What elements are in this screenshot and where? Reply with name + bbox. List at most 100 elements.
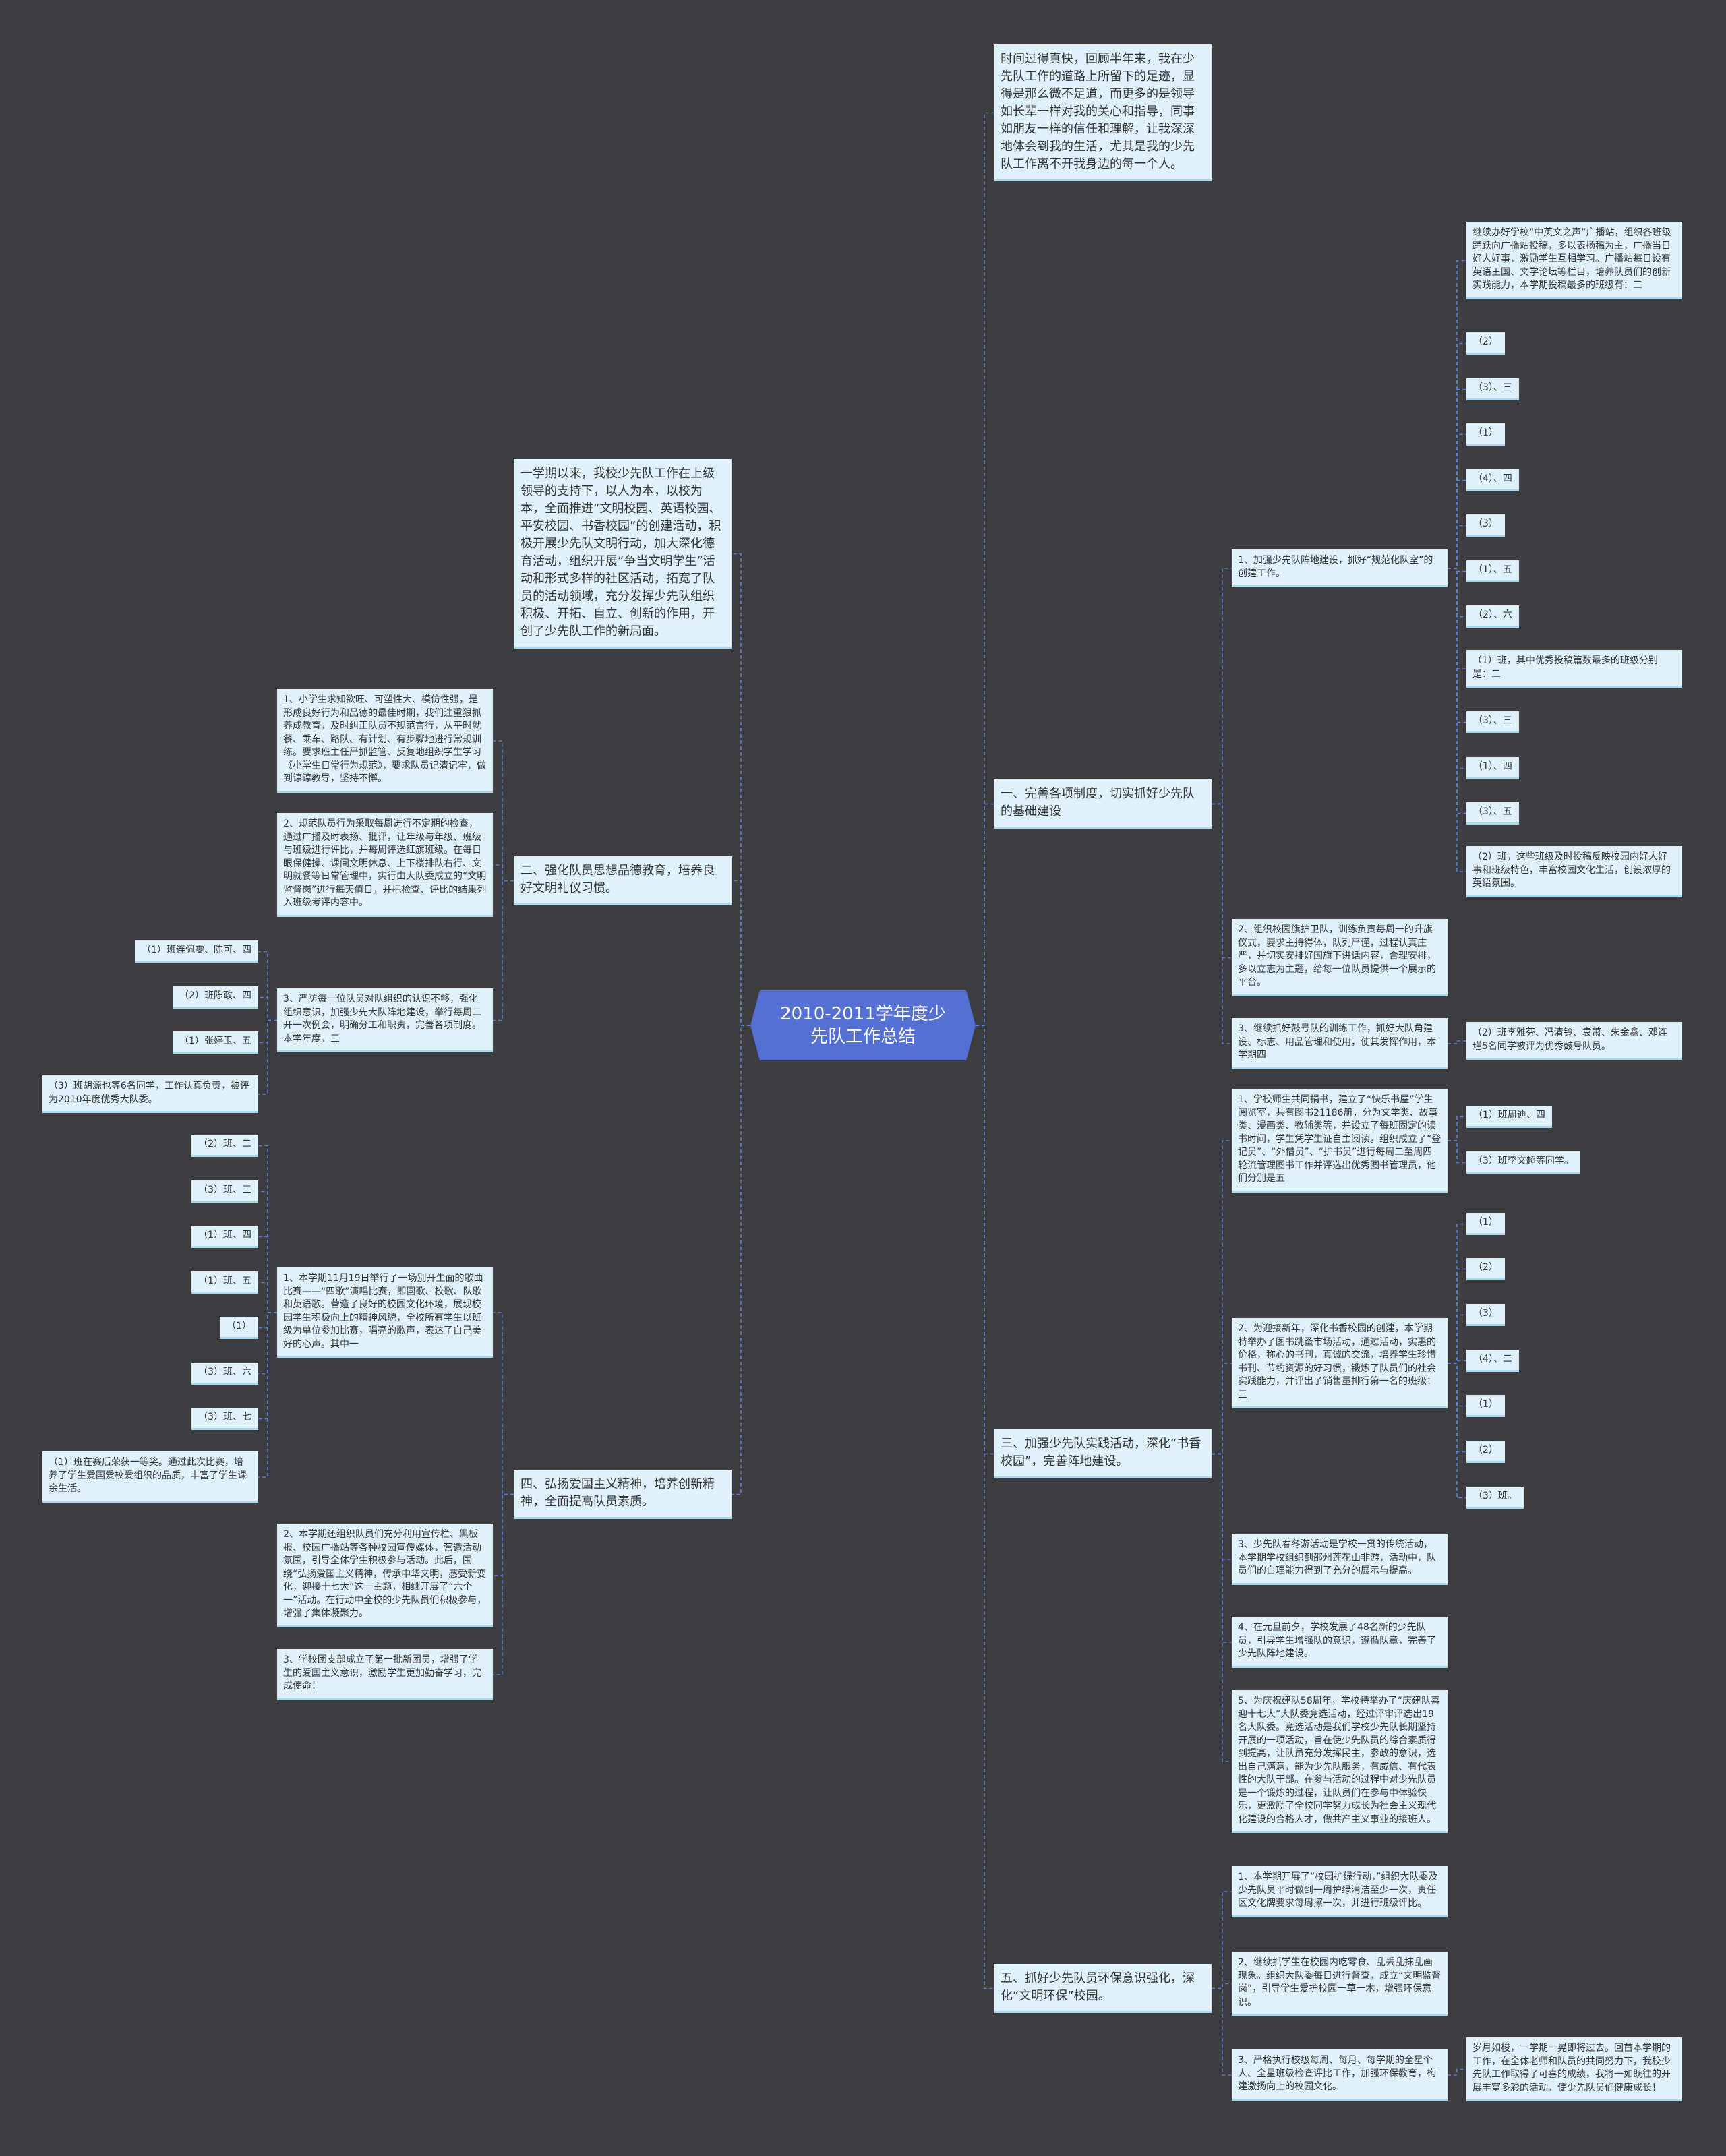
connector-root-to-s1 — [976, 803, 994, 1026]
connector-s4-a-to-s4-a-5 — [258, 1312, 277, 1375]
root-node[interactable]: 2010-2011学年度少先队工作总结 — [750, 990, 976, 1060]
node-s3-a[interactable]: 1、学校师生共同捐书，建立了“快乐书屋”学生阅览室，共有图书21186册，分为文… — [1232, 1089, 1448, 1193]
connector-s5-c-to-s5-c-0 — [1448, 2068, 1466, 2076]
connector-s3-b-to-s3-b-6 — [1448, 1363, 1466, 1499]
node-s4-a[interactable]: 1、本学期11月19日举行了一场别开生面的歌曲比赛——“四歌”演唱比赛，即国歌、… — [277, 1267, 493, 1358]
node-s4-a-3[interactable]: （1）班、五 — [191, 1271, 258, 1294]
connector-s4-a-to-s4-a-7 — [258, 1312, 277, 1478]
node-s2-c-0[interactable]: （1）班连佩雯、陈可、四 — [135, 940, 258, 963]
node-s3-b-4[interactable]: （1） — [1466, 1395, 1505, 1417]
node-s3-b-3[interactable]: （4）、二 — [1466, 1350, 1519, 1372]
node-intro-r[interactable]: 时间过得真快，回顾半年来，我在少先队工作的道路上所留下的足迹，显得是那么微不足道… — [994, 44, 1212, 181]
connector-s3-a-to-s3-a-1 — [1448, 1140, 1466, 1164]
node-intro-l[interactable]: 一学期以来，我校少先队工作在上级领导的支持下，以人为本，以校为本，全面推进“文明… — [514, 459, 732, 649]
node-s1-a-1[interactable]: （2） — [1466, 332, 1505, 355]
connector-s2-to-s2-a — [493, 740, 514, 882]
connector-s2-to-s2-c — [493, 880, 514, 1021]
node-s3-b-2[interactable]: （3） — [1466, 1304, 1505, 1326]
connector-s5-to-s5-b — [1212, 1983, 1232, 1989]
connector-s3-to-s3-d — [1212, 1453, 1232, 1643]
node-s4-a-6[interactable]: （3）班、七 — [191, 1408, 258, 1430]
node-s5-a[interactable]: 1、本学期开展了“校园护绿行动，”组织大队委及少先队员平时做到一周护绿清洁至少一… — [1232, 1866, 1448, 1917]
connector-s1-a-to-s1-a-0 — [1448, 260, 1466, 569]
node-s4-c[interactable]: 3、学校团支部成立了第一批新团员，增强了学生的爱国主义意识，激励学生更加勤奋学习… — [277, 1649, 493, 1700]
node-s2-c[interactable]: 3、严防每一位队员对队组织的认识不够，强化组织意识，加强少先大队阵地建设，举行每… — [277, 988, 493, 1052]
connector-s3-to-s3-e — [1212, 1453, 1232, 1762]
node-s1-c-0[interactable]: （2）班李雅芬、冯清铃、袁萧、朱金鑫、邓连瑾5名同学被评为优秀鼓号队员。 — [1466, 1022, 1682, 1060]
node-s4-a-0[interactable]: （2）班、二 — [191, 1135, 258, 1157]
node-s4-a-4[interactable]: （1） — [220, 1317, 258, 1339]
node-s2-c-2[interactable]: （1）张婷玉、五 — [173, 1031, 258, 1054]
connector-root-to-s2 — [732, 880, 750, 1026]
root-title: 2010-2011学年度少先队工作总结 — [780, 1004, 946, 1047]
node-s2-b[interactable]: 2、规范队员行为采取每周进行不定期的检查，通过广播及时表扬、批评，让年级与年级、… — [277, 813, 493, 917]
connector-s2-to-s2-b — [493, 864, 514, 882]
node-s2-c-1[interactable]: （2）班陈政、四 — [173, 986, 258, 1009]
connector-s1-a-to-s1-a-5 — [1448, 525, 1466, 569]
node-s3-b-5[interactable]: （2） — [1466, 1441, 1505, 1463]
connector-s1-a-to-s1-a-11 — [1448, 568, 1466, 814]
node-s3-a-1[interactable]: （3）班李文超等同学。 — [1466, 1151, 1580, 1174]
node-s4-a-5[interactable]: （3）班、六 — [191, 1363, 258, 1385]
node-s1-a-7[interactable]: （2）、六 — [1466, 605, 1519, 628]
connector-s1-a-to-s1-a-12 — [1448, 568, 1466, 872]
node-s4[interactable]: 四、弘扬爱国主义精神，培养创新精神，全面提高队员素质。 — [514, 1470, 732, 1519]
node-s4-a-1[interactable]: （3）班、三 — [191, 1180, 258, 1203]
node-s1-a-8[interactable]: （1）班，其中优秀投稿篇数最多的班级分别是：二 — [1466, 650, 1682, 688]
connector-s2-c-to-s2-c-0 — [258, 951, 277, 1021]
node-s5-b[interactable]: 2、继续抓学生在校园内吃零食、乱丢乱抹乱画现象。组织大队委每日进行督查，成立“文… — [1232, 1952, 1448, 2016]
node-s1-a-12[interactable]: （2）班，这些班级及时投稿反映校园内好人好事和班级特色，丰富校园文化生活，创设浓… — [1466, 846, 1682, 897]
node-s2-a[interactable]: 1、小学生求知欲旺、可塑性大、模仿性强，是形成良好行为和品德的最佳时期，我们注重… — [277, 689, 493, 793]
connector-s1-a-to-s1-a-4 — [1448, 479, 1466, 569]
node-s1-b[interactable]: 2、组织校园旗护卫队，训练负责每周一的升旗仪式，要求主持得体，队列严谨，过程认真… — [1232, 919, 1448, 996]
connector-s3-b-to-s3-b-2 — [1448, 1314, 1466, 1364]
node-s2[interactable]: 二、强化队员思想品德教育，培养良好文明礼仪习惯。 — [514, 856, 732, 905]
node-s1-a-10[interactable]: （1）、四 — [1466, 757, 1519, 779]
connector-s1-to-s1-b — [1212, 803, 1232, 959]
connector-s3-b-to-s3-b-5 — [1448, 1363, 1466, 1453]
node-s1[interactable]: 一、完善各项制度，切实抓好少先队的基础建设 — [994, 779, 1212, 829]
node-s3-a-0[interactable]: （1）班周迪、四 — [1466, 1106, 1552, 1128]
node-s3-b-1[interactable]: （2） — [1466, 1258, 1505, 1280]
connector-s2-c-to-s2-c-1 — [258, 996, 277, 1021]
connector-s4-a-to-s4-a-3 — [258, 1282, 277, 1313]
connector-s4-a-to-s4-a-4 — [258, 1312, 277, 1329]
connector-s3-to-s3-c — [1212, 1453, 1232, 1560]
node-s1-c[interactable]: 3、继续抓好鼓号队的训练工作，抓好大队角建设、标志、用品管理和使用，使其发挥作用… — [1232, 1018, 1448, 1069]
connector-s4-to-s4-a — [493, 1312, 514, 1495]
connector-s1-to-s1-c — [1212, 803, 1232, 1044]
connector-s5-to-s5-c — [1212, 1987, 1232, 2076]
connector-root-to-s5 — [976, 1025, 994, 1989]
node-s3[interactable]: 三、加强少先队实践活动，深化“书香校园”，完善阵地建设。 — [994, 1429, 1212, 1478]
connector-root-to-intro-l — [732, 553, 750, 1026]
node-s3-b-6[interactable]: （3）班。 — [1466, 1487, 1524, 1509]
node-s3-c[interactable]: 3、少先队春冬游活动是学校一贯的传统活动，本学期学校组织到邵州莲花山非游，活动中… — [1232, 1534, 1448, 1585]
node-s3-b[interactable]: 2、为迎接新年，深化书香校园的创建，本学期特举办了图书跳蚤市场活动，通过活动，实… — [1232, 1318, 1448, 1408]
node-s1-a[interactable]: 1、加强少先队阵地建设，抓好“规范化队室”的创建工作。 — [1232, 549, 1448, 587]
node-s1-a-4[interactable]: （4）、四 — [1466, 469, 1519, 491]
connector-root-to-s4 — [732, 1025, 750, 1495]
node-s2-c-3[interactable]: （3）班胡源也等6名同学，工作认真负责，被评为2010年度优秀大队委。 — [42, 1075, 258, 1113]
node-s1-a-3[interactable]: （1） — [1466, 423, 1505, 446]
node-s5-c-0[interactable]: 岁月如梭，一学期一晃即将过去。回首本学期的工作，在全体老师和队员的共同努力下，我… — [1466, 2037, 1682, 2101]
node-s4-a-7[interactable]: （1）班在赛后荣获一等奖。通过此次比赛，培养了学生爱国爱校爱组织的品质，丰富了学… — [42, 1451, 258, 1503]
node-s5[interactable]: 五、抓好少先队员环保意识强化，深化“文明环保”校园。 — [994, 1964, 1212, 2013]
node-s4-b[interactable]: 2、本学期还组织队员们充分利用宣传栏、黑板报、校园广播站等各种校园宣传媒体，营造… — [277, 1524, 493, 1627]
node-s1-a-2[interactable]: （3）、三 — [1466, 378, 1519, 400]
node-s4-a-2[interactable]: （1）班、四 — [191, 1226, 258, 1248]
node-s3-d[interactable]: 4、在元旦前夕，学校发展了48名新的少先队员，引导学生增强队的意识，遵循队章，完… — [1232, 1617, 1448, 1668]
node-s3-b-0[interactable]: （1） — [1466, 1213, 1505, 1235]
connector-s1-a-to-s1-a-3 — [1448, 433, 1466, 569]
connector-s3-a-to-s3-a-0 — [1448, 1116, 1466, 1141]
node-s1-a-11[interactable]: （3）、五 — [1466, 802, 1519, 825]
connector-s1-c-to-s1-c-0 — [1448, 1040, 1466, 1044]
connector-s2-c-to-s2-c-3 — [258, 1019, 277, 1095]
node-s1-a-5[interactable]: （3） — [1466, 514, 1505, 537]
node-s3-e[interactable]: 5、为庆祝建队58周年，学校特举办了“庆建队喜迎十七大”大队委竞选活动，经过评审… — [1232, 1690, 1448, 1833]
node-s1-a-6[interactable]: （1）、五 — [1466, 560, 1519, 582]
node-s5-c[interactable]: 3、严格执行校级每周、每月、每学期的全星个人、全星班级检查评比工作，加强环保教育… — [1232, 2049, 1448, 2101]
node-s1-a-9[interactable]: （3）、三 — [1466, 711, 1519, 733]
connector-s3-to-s3-b — [1212, 1363, 1232, 1455]
node-s1-a-0[interactable]: 继续办好学校“中英文之声”广播站，组织各班级踊跃向广播站投稿，多以表扬稿为主，广… — [1466, 222, 1682, 299]
